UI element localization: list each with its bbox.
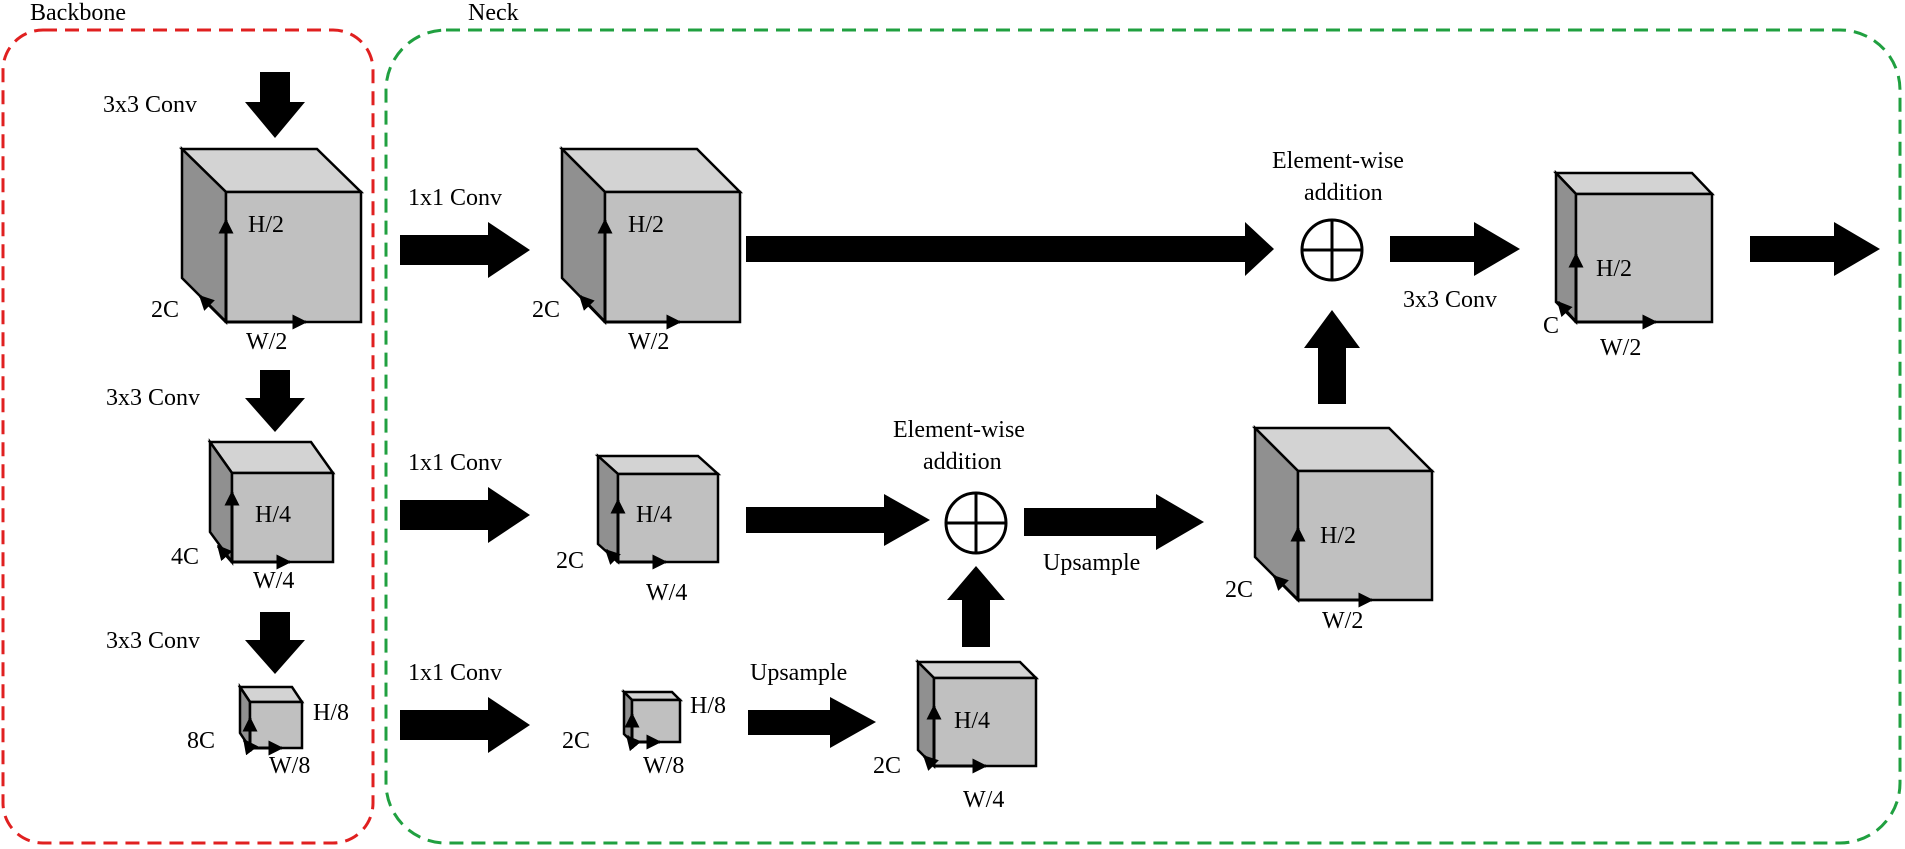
element-wise-add-icon-1 [944, 491, 1008, 555]
element-wise-add-icon-2 [1300, 218, 1364, 282]
backbone-cube-3 [237, 682, 305, 756]
backbone-cube-1 [178, 146, 365, 330]
backbone-cube-3-width: W/8 [269, 753, 310, 779]
neck-cube-top-height: H/2 [628, 212, 664, 238]
neck-cube-middle [594, 453, 722, 570]
lateral-arrow-2 [400, 487, 530, 543]
lateral-arrow-3 [400, 697, 530, 753]
final-output-arrow [1750, 222, 1880, 276]
backbone-cube-2-width: W/4 [253, 568, 294, 594]
lateral-arrow-1 [400, 222, 530, 278]
backbone-cube-1-height: H/2 [248, 212, 284, 238]
upsampled-cube-bottom [914, 658, 1040, 774]
neck-cube-top-width: W/2 [628, 329, 669, 355]
upsampled-cube-middle-height: H/2 [1320, 523, 1356, 549]
lateral-conv-label-3: 1x1 Conv [408, 660, 502, 686]
backbone-down-arrow-1 [245, 72, 305, 138]
add-label-2-line-1: Element-wise [1272, 148, 1404, 174]
output-cube-channels: C [1543, 313, 1559, 339]
lateral-conv-label-1: 1x1 Conv [408, 185, 502, 211]
upsample-arrow-2 [1024, 494, 1204, 550]
backbone-cube-1-channels: 2C [151, 297, 179, 323]
upsample-label-1: Upsample [750, 660, 847, 686]
backbone-cube-3-channels: 8C [187, 728, 215, 754]
backbone-conv-label-1: 3x3 Conv [103, 92, 197, 118]
backbone-cube-2 [207, 438, 336, 570]
neck-title: Neck [468, 0, 519, 26]
output-conv-label: 3x3 Conv [1403, 287, 1497, 313]
upsampled-cube-bottom-height: H/4 [954, 708, 990, 734]
upsampled-cube-bottom-channels: 2C [873, 753, 901, 779]
backbone-cube-2-height: H/4 [255, 502, 291, 528]
add-label-1-line-1: Element-wise [893, 417, 1025, 443]
neck-cube-bottom-width: W/8 [643, 753, 684, 779]
output-cube-height: H/2 [1596, 256, 1632, 282]
upsampled-cube-middle-width: W/2 [1322, 608, 1363, 634]
neck-cube-middle-width: W/4 [646, 580, 687, 606]
output-cube [1553, 169, 1715, 330]
backbone-title: Backbone [30, 0, 126, 26]
backbone-down-arrow-3 [245, 612, 305, 674]
upsampled-cube-bottom-width: W/4 [963, 787, 1004, 813]
add-label-1-line-2: addition [923, 449, 1002, 475]
neck-cube-bottom [620, 688, 684, 752]
output-cube-width: W/2 [1600, 335, 1641, 361]
neck-cube-bottom-channels: 2C [562, 728, 590, 754]
middle-to-add-arrow [746, 494, 930, 546]
add-label-2-line-2: addition [1304, 180, 1383, 206]
output-conv-arrow [1390, 222, 1520, 276]
upsampled-cube-middle-channels: 2C [1225, 577, 1253, 603]
up-arrow-1 [947, 566, 1005, 647]
lateral-conv-label-2: 1x1 Conv [408, 450, 502, 476]
neck-cube-middle-channels: 2C [556, 548, 584, 574]
backbone-down-arrow-2 [245, 370, 305, 432]
backbone-cube-1-width: W/2 [246, 329, 287, 355]
neck-cube-top [558, 145, 744, 330]
backbone-frame [1, 28, 375, 845]
backbone-cube-2-channels: 4C [171, 544, 199, 570]
neck-cube-middle-height: H/4 [636, 502, 672, 528]
neck-cube-bottom-height: H/8 [690, 693, 726, 719]
top-to-add-arrow [746, 222, 1274, 276]
upsampled-cube-middle [1251, 424, 1436, 608]
backbone-conv-label-3: 3x3 Conv [106, 628, 200, 654]
backbone-conv-label-2: 3x3 Conv [106, 385, 200, 411]
up-arrow-2 [1304, 310, 1360, 404]
upsample-arrow-1 [748, 697, 876, 748]
backbone-cube-3-height: H/8 [313, 700, 349, 726]
neck-frame [384, 28, 1902, 845]
upsample-label-2: Upsample [1043, 550, 1140, 576]
neck-cube-top-channels: 2C [532, 297, 560, 323]
